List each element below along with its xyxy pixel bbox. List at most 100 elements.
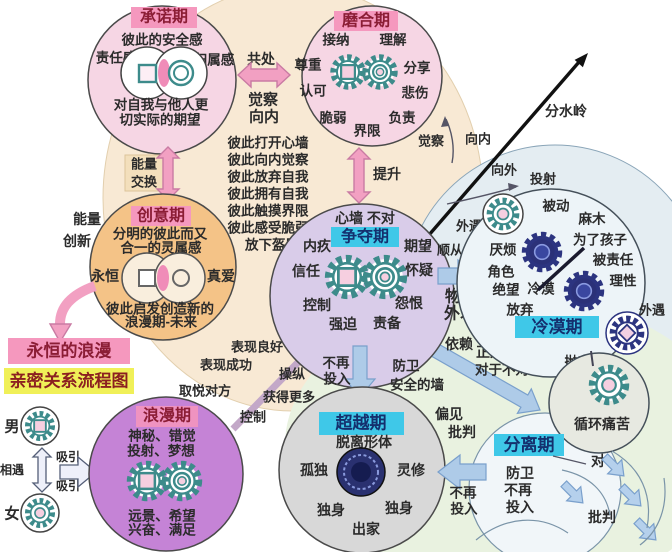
commitment-b2: 切实际的期望 <box>120 112 201 128</box>
energy-exchange-l2: 交换 <box>131 175 158 190</box>
please-other-label: 取悦对方 <box>179 384 231 399</box>
gain-more-label: 获得更多 <box>263 390 315 405</box>
grind-w5: 认可 <box>300 83 327 99</box>
creative-b1: 彼此启发创造新的 <box>106 301 214 317</box>
grind-w3: 尊重 <box>295 57 322 73</box>
creative-left: 永恒 <box>90 268 119 284</box>
transcend-w4: 独身 <box>385 500 413 516</box>
struggle-gear-right <box>367 259 403 295</box>
cycle-pain-gear <box>593 369 626 402</box>
struggle-title: 争夺期 <box>341 227 389 246</box>
struggle-w5: 控制 <box>303 297 331 313</box>
romance-l4: 兴奋、满足 <box>128 522 196 538</box>
swirl-arc-2 <box>561 469 611 516</box>
grind-w4: 分享 <box>404 60 431 76</box>
creative-title-box <box>131 206 191 226</box>
no-more-label-1: 不再 <box>323 356 350 371</box>
defense-label: 防卫 <box>393 358 420 374</box>
separation-l1: 防卫 <box>506 465 534 481</box>
cold-gear-top <box>526 236 559 269</box>
diagram-title-box <box>4 368 134 394</box>
cold-w6: 角色 <box>488 264 516 280</box>
grind-w7: 脆弱 <box>319 110 347 126</box>
swirl-arc-1 <box>611 450 650 529</box>
romance-l2: 投射、梦想 <box>127 443 195 459</box>
depend-label: 依赖 <box>445 336 473 352</box>
affair-right-label: 外遇 <box>638 303 665 318</box>
grind-w8: 负责 <box>389 110 416 126</box>
romance-title-box <box>136 406 198 427</box>
separation-l3: 投入 <box>506 499 534 515</box>
cold-w10: 放弃 <box>506 302 535 318</box>
inner-l2: 彼此向内觉察 <box>228 152 309 168</box>
watershed-arrow <box>407 53 588 260</box>
commitment-top: 彼此的安全感 <box>122 32 203 48</box>
inner-l4: 彼此拥有自我 <box>228 186 309 202</box>
right-label: 对 <box>591 453 605 469</box>
affair-left-gear <box>490 201 516 227</box>
separation-title-box <box>494 434 564 456</box>
eternal-romance-label: 永恒的浪漫 <box>26 341 113 361</box>
inward-label: 向内 <box>465 132 491 147</box>
creative-l2: 合一的灵属感 <box>121 240 202 256</box>
energy-label: 能量 <box>73 211 101 227</box>
eternal-curve-head <box>48 323 73 344</box>
meeting-group: 男 相遇 吸引 吸引 女 <box>0 406 98 533</box>
commitment-title-box <box>131 7 197 28</box>
male-label: 男 <box>4 419 19 436</box>
swirl-arc-3 <box>475 519 569 541</box>
safety-wall-label: 安全的墙 <box>390 377 444 393</box>
manipulate-label: 操纵 <box>279 367 305 382</box>
inner-l6: 彼此感受脆弱 <box>228 220 309 236</box>
invest-label-1: 投入 <box>324 372 351 387</box>
transcend-title: 超越期 <box>336 413 387 433</box>
inner-l5: 彼此触摸界限 <box>228 203 309 219</box>
separation-l2: 不再 <box>504 482 532 498</box>
struggle-w8: 责备 <box>373 315 402 331</box>
awareness-label: 觉察 <box>418 134 445 149</box>
inner-l1: 彼此打开心墙 <box>228 135 309 151</box>
watershed-label: 分水岭 <box>545 103 587 119</box>
transcend-w2: 灵修 <box>397 462 426 478</box>
romance-l3: 远景、希望 <box>128 508 196 524</box>
projection-label: 投射 <box>530 172 556 187</box>
romance-title: 浪漫期 <box>143 406 191 425</box>
criticize-label-1: 批判 <box>448 424 476 440</box>
grind-w2: 理解 <box>380 32 407 48</box>
struggle-w1: 内疚 <box>303 238 332 254</box>
struggle-gear-left <box>329 259 365 295</box>
stage-cold: 被动 麻木 为了孩子 厌烦 被责任 角色 理性 绝望 冷漠 放弃 冷漠期 <box>456 188 646 378</box>
coexist-label: 共处 <box>247 51 276 67</box>
lift-label: 提升 <box>373 166 401 182</box>
stage-struggle: 心墙 不对 争夺期 内疚 期望 信任 怀疑 控制 怨恨 强迫 责备 <box>269 203 455 389</box>
grind-gear-right <box>366 58 395 87</box>
inward-curve-head <box>441 116 449 127</box>
cold-w8: 绝望 <box>493 282 521 298</box>
cold-title-box <box>515 316 599 338</box>
awareness-bold: 觉察 <box>248 91 279 109</box>
stage-grind: 磨合期 接纳 理解 尊重 分享 认可 悲伤 脆弱 负责 界限 <box>295 5 443 147</box>
creative-l1: 分明的彼此而又 <box>113 226 208 242</box>
eternal-romance-box <box>8 338 130 364</box>
cold-w7: 理性 <box>610 273 638 289</box>
criticize-label-2: 批判 <box>588 509 616 525</box>
innovation-label: 创新 <box>62 233 91 249</box>
cold-gear-bottom <box>568 275 601 308</box>
female-label: 女 <box>4 505 19 523</box>
cold-w3: 为了孩子 <box>573 232 627 248</box>
commitment-b1: 对自我与他人更 <box>114 97 209 113</box>
struggle-w4: 怀疑 <box>405 262 433 278</box>
invest-label-2: 投入 <box>451 502 478 517</box>
romance-gear-right <box>166 465 199 498</box>
transcend-w5: 出家 <box>352 521 381 537</box>
inner-path-text: 彼此打开心墙 彼此向内觉察 彼此放弃自我 彼此拥有自我 彼此触摸界限 彼此感受脆… <box>228 135 309 253</box>
creative-b2: 浪漫期-未来 <box>125 314 197 330</box>
grind-title-box <box>334 11 398 31</box>
struggle-w3: 信任 <box>292 263 320 279</box>
cold-w5: 被责任 <box>593 252 634 268</box>
commitment-title: 承诺期 <box>140 7 188 26</box>
prejudice-label: 偏见 <box>435 406 463 422</box>
withdraw-left-arrow <box>437 453 487 491</box>
